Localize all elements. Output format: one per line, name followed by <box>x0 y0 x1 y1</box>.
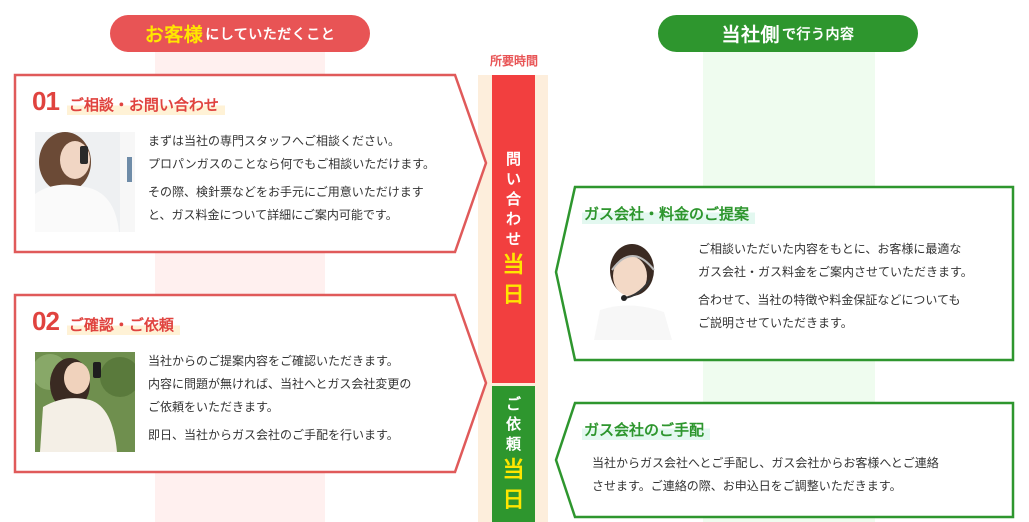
step-number: 01 <box>32 86 60 116</box>
step-title: ガス会社のご手配 <box>582 419 711 440</box>
company-header-pill: 当社側 で行う内容 <box>658 15 918 52</box>
timeline-char: 依 <box>505 415 521 433</box>
desc-line: 当社からのご提案内容をご確認いただきます。 <box>148 354 399 368</box>
customer-step-2-heading: 02 ご確認・ご依頼 <box>32 306 180 337</box>
timeline-char: い <box>505 170 521 188</box>
timeline-segment-inquiry: 問 い 合 わ せ 当 日 <box>492 75 535 383</box>
desc-line: と、ガス料金について詳細にご案内可能です。 <box>148 208 398 222</box>
timeline-emphasis-char: 当 <box>502 458 525 483</box>
customer-step-2-description: 当社からのご提案内容をご確認いただきます。 内容に問題が無ければ、当社へとガス会… <box>148 350 458 447</box>
customer-step-1-heading: 01 ご相談・お問い合わせ <box>32 86 225 117</box>
company-step-1-heading: ガス会社・料金のご提案 <box>582 203 756 224</box>
woman-on-phone-photo <box>35 132 135 232</box>
desc-line: ご相談いただいた内容をもとに、お客様に最適な <box>698 242 962 256</box>
timeline-char: 合 <box>505 190 521 208</box>
company-step-2-description: 当社からガス会社へとご手配し、ガス会社からお客様へとご連絡 させます。ご連絡の際… <box>592 452 1007 498</box>
desc-line: 内容に問題が無ければ、当社へとガス会社変更の <box>148 377 412 391</box>
company-header-emphasis: 当社側 <box>721 24 780 46</box>
timeline-char: 頼 <box>505 435 521 453</box>
customer-header-rest: にしていただくこと <box>205 26 336 43</box>
timeline-emphasis-char: 日 <box>502 283 525 308</box>
desc-line: まずは当社の専門スタッフへご相談ください。 <box>148 134 401 148</box>
step-title: ご確認・ご依頼 <box>66 314 180 335</box>
woman-on-phone-outdoor-photo <box>35 352 135 452</box>
timeline-char: ご <box>505 395 521 413</box>
timeline-char: 問 <box>505 150 521 168</box>
desc-line: 当社からガス会社へとご手配し、ガス会社からお客様へとご連絡 <box>592 456 939 470</box>
step-number: 02 <box>32 306 60 336</box>
required-time-label: 所要時間 <box>489 54 538 68</box>
timeline-segment-request: ご 依 頼 当 日 <box>492 386 535 522</box>
desc-line: ご依頼をいただきます。 <box>148 400 279 414</box>
timeline-char: わ <box>505 210 521 228</box>
desc-line: 合わせて、当社の特徴や料金保証などについても <box>698 293 961 307</box>
step-title: ガス会社・料金のご提案 <box>582 203 756 224</box>
desc-line: プロパンガスのことなら何でもご相談いただけます。 <box>148 157 436 171</box>
customer-header-pill: お客様 にしていただくこと <box>110 15 370 52</box>
desc-line: ガス会社・ガス料金をご案内させていただきます。 <box>698 265 973 279</box>
step-title: ご相談・お問い合わせ <box>66 94 225 115</box>
timeline-emphasis-char: 日 <box>502 488 525 513</box>
customer-step-1-description: まずは当社の専門スタッフへご相談ください。 プロパンガスのことなら何でもご相談い… <box>148 130 458 227</box>
company-header-rest: で行う内容 <box>782 26 855 43</box>
desc-line: その際、検針票などをお手元にご用意いただけます <box>148 185 424 199</box>
customer-header-emphasis: お客様 <box>144 24 204 46</box>
operator-with-headset-photo <box>584 240 684 340</box>
desc-line: ご説明させていただきます。 <box>698 316 853 330</box>
desc-line: させます。ご連絡の際、お申込日をご調整いただきます。 <box>592 479 902 493</box>
timeline-char: せ <box>505 230 521 248</box>
company-step-2-heading: ガス会社のご手配 <box>582 419 711 440</box>
company-step-1-description: ご相談いただいた内容をもとに、お客様に最適な ガス会社・ガス料金をご案内させてい… <box>698 238 1008 335</box>
timeline-emphasis-char: 当 <box>502 253 525 278</box>
desc-line: 即日、当社からガス会社のご手配を行います。 <box>148 428 399 442</box>
